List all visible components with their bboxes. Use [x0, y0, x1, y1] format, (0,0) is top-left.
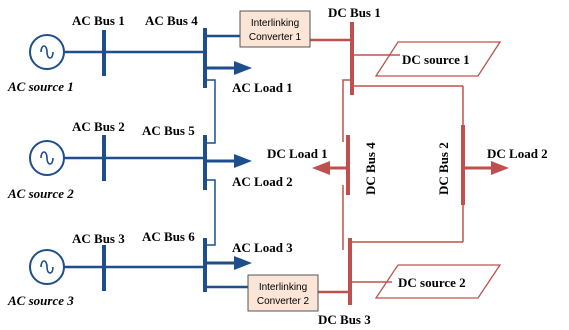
dc-bus-3-label: DC Bus 3	[318, 312, 371, 327]
dc-load-2-label: DC Load 2	[487, 146, 548, 161]
ac-load-2-label: AC Load 2	[232, 174, 293, 189]
ac-bus-3-label: AC Bus 3	[72, 231, 125, 246]
ac-source-1-label: AC source 1	[7, 79, 74, 94]
dc-source-2-label: DC source 2	[398, 275, 466, 290]
dc-load-2-arrow-icon	[491, 161, 509, 175]
converter-2: Interlinking Converter 2	[247, 274, 319, 312]
dc-source-2-symbol	[374, 264, 502, 299]
converter-1-line1: Interlinking	[251, 18, 299, 29]
dc-tie-1-4	[342, 79, 352, 142]
converter-1-line2: Converter 1	[249, 32, 302, 43]
ac-network	[29, 28, 252, 292]
ac-load-1-label: AC Load 1	[232, 80, 293, 95]
dc-bus-2-label: DC Bus 2	[436, 142, 451, 195]
ac-source-1-symbol	[29, 34, 65, 70]
ac-bus-1-label: AC Bus 1	[72, 13, 125, 28]
ac-tie-5-6	[205, 179, 216, 246]
converter-2-line1: Interlinking	[259, 282, 307, 293]
dc-bus-1-label: DC Bus 1	[328, 5, 381, 20]
ac-load-3-arrow-icon	[234, 256, 252, 270]
converter-2-line2: Converter 2	[257, 296, 310, 307]
dc-load-1-label: DC Load 1	[267, 146, 328, 161]
converter-1: Interlinking Converter 1	[239, 10, 311, 48]
ac-source-2-label: AC source 2	[7, 186, 74, 201]
ac-source-3-symbol	[29, 249, 65, 285]
ac-bus-2-label: AC Bus 2	[72, 119, 125, 134]
ac-bus-6-label: AC Bus 6	[142, 229, 195, 244]
ac-load-3-label: AC Load 3	[232, 240, 293, 255]
dc-bus-4-label: DC Bus 4	[363, 142, 378, 195]
dc-source-1-symbol	[374, 41, 502, 77]
dc-source-1-label: DC source 1	[402, 52, 470, 67]
ac-bus-4-label: AC Bus 4	[145, 13, 198, 28]
ac-bus-5-label: AC Bus 5	[142, 123, 195, 138]
ac-tie-4-5	[205, 79, 216, 144]
ac-load-1-arrow-icon	[234, 61, 252, 75]
dc-network	[310, 22, 509, 305]
ac-source-2-symbol	[29, 140, 65, 176]
dc-load-1-arrow-icon	[312, 161, 330, 175]
ac-load-2-arrow-icon	[234, 154, 252, 168]
ac-source-3-label: AC source 3	[7, 293, 74, 308]
